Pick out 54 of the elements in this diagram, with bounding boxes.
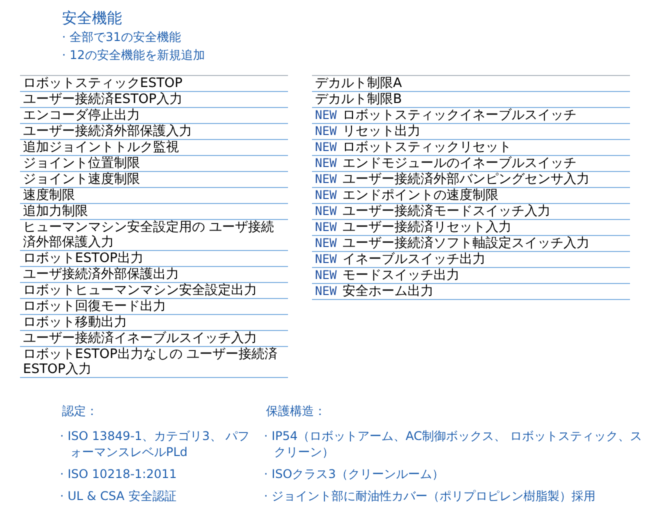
feature-text: ユーザー接続済外部保護入力 (23, 124, 192, 139)
feature-text: ユーザー接続済ソフト軸設定スイッチ入力 (342, 236, 590, 251)
bullet-text: · ISOクラス3（クリーンルーム） (263, 466, 445, 482)
feature-text: ヒューマンマシン安全設定用の ユーザ接続済外部保護入力 (23, 220, 274, 250)
feature-text: ロボット移動出力 (23, 315, 127, 330)
section-heading: 認定： (61, 403, 99, 420)
new-tag: NEW (315, 284, 337, 298)
new-tag: NEW (315, 172, 337, 186)
new-tag: NEW (315, 140, 337, 154)
feature-text: 速度制限 (23, 188, 75, 203)
bullet-text: · ISO 10218-1:2011 (59, 466, 178, 482)
feature-text: ロボット回復モード出力 (23, 299, 166, 314)
new-tag: NEW (315, 108, 337, 122)
feature-text: ユーザー接続済リセット入力 (342, 220, 512, 235)
bullet-text: · 全部で31の安全機能 (62, 29, 182, 46)
new-tag: NEW (315, 188, 337, 202)
bullet-text: · ISO 13849-1、カテゴリ3、 パフォーマンスレベルPLd (59, 428, 251, 460)
bullet-text: · ジョイント部に耐油性カバー（ポリプロピレン樹脂製）採用 (263, 488, 597, 504)
feature-text: 追加力制限 (23, 204, 88, 219)
new-tag: NEW (315, 268, 337, 282)
feature-text: リセット出力 (342, 124, 421, 139)
feature-text: エンドポイントの速度制限 (342, 188, 499, 203)
feature-text: ユーザー接続済外部バンピングセンサ入力 (342, 172, 590, 187)
feature-text: ロボットスティックESTOP (23, 76, 182, 91)
feature-text: エンドモジュールのイネーブルスイッチ (342, 156, 577, 171)
bullet-text: · UL & CSA 安全認証 (59, 488, 178, 504)
heading: 安全機能 (62, 8, 123, 28)
new-tag: NEW (315, 124, 337, 138)
feature-text: ロボットESTOP出力 (23, 251, 144, 266)
feature-text: デカルト制限A (315, 76, 402, 91)
bullet-text: · 12の安全機能を新規追加 (62, 47, 205, 64)
feature-text: ロボットスティックイネーブルスイッチ (342, 108, 577, 123)
feature-text: エンコーダ停止出力 (23, 108, 140, 123)
feature-text: ロボットESTOP出力なしの ユーザー接続済ESTOP入力 (23, 347, 278, 377)
section-heading: 保護構造： (265, 403, 327, 420)
feature-text: 安全ホーム出力 (342, 284, 434, 299)
feature-text: ユーザー接続済モードスイッチ入力 (342, 204, 551, 219)
new-tag: NEW (315, 204, 337, 218)
bullet-text: · IP54（ロボットアーム、AC制御ボックス、 ロボットスティック、スクリーン） (263, 428, 642, 460)
feature-text: ユーザー接続済イネーブルスイッチ入力 (23, 331, 257, 346)
feature-text: ユーザ接続済外部保護出力 (23, 267, 179, 282)
new-tag: NEW (315, 236, 337, 250)
feature-text: 追加ジョイントトルク監視 (23, 140, 179, 155)
new-tag: NEW (315, 220, 337, 234)
feature-text: ユーザー接続済ESTOP入力 (23, 92, 182, 107)
new-tag: NEW (315, 156, 337, 170)
feature-text: デカルト制限B (315, 92, 402, 107)
feature-text: ロボットヒューマンマシン安全設定出力 (23, 283, 257, 298)
new-tag: NEW (315, 252, 337, 266)
feature-text: イネーブルスイッチ出力 (342, 252, 486, 267)
feature-text: ジョイント速度制限 (23, 172, 140, 187)
feature-text: ロボットスティックリセット (342, 140, 512, 155)
feature-text: ジョイント位置制限 (23, 156, 140, 171)
feature-text: モードスイッチ出力 (342, 268, 460, 283)
